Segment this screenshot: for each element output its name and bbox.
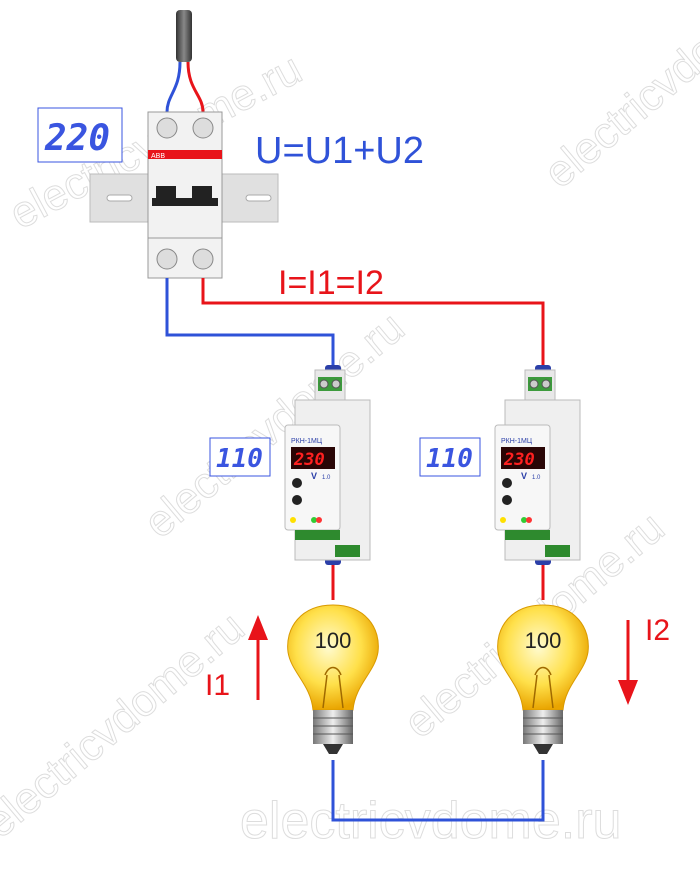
relay-version: 1.0 bbox=[322, 475, 331, 481]
relay-display: 230 bbox=[293, 450, 325, 470]
lamp-power-label: 100 bbox=[315, 628, 352, 653]
voltage-relay-1: РКН-1МЦ 230 V 1.0 bbox=[284, 364, 371, 566]
relay2-voltage: 110 bbox=[426, 444, 473, 474]
power-cable bbox=[176, 10, 192, 62]
arrow-up-icon bbox=[248, 615, 268, 700]
neutral-wire bbox=[165, 278, 335, 370]
relay-unit: V bbox=[521, 471, 527, 481]
relay1-voltage: 110 bbox=[216, 444, 263, 474]
relay1-voltage-box bbox=[209, 437, 271, 477]
relay-display: 230 bbox=[503, 450, 535, 470]
circuit-breaker: ABB bbox=[147, 111, 223, 279]
supply-voltage: 220 bbox=[44, 118, 110, 159]
current-i1-label: I1 bbox=[205, 669, 230, 702]
relay-model: РКН-1МЦ bbox=[501, 438, 533, 445]
voltage-formula: U=U1+U2 bbox=[255, 130, 424, 172]
relay-unit: V bbox=[311, 471, 317, 481]
watermark: electricvdome.ru bbox=[535, 0, 700, 198]
arrow-down-icon bbox=[618, 620, 638, 705]
lamp-1: 100 bbox=[286, 604, 380, 755]
breaker-lever[interactable] bbox=[152, 198, 218, 206]
supply-voltage-box bbox=[37, 107, 123, 163]
relay2-voltage-box bbox=[419, 437, 481, 477]
lamp-2: 100 bbox=[496, 604, 590, 755]
current-i2-label: I2 bbox=[645, 614, 670, 647]
watermark: electricvdome.ru bbox=[135, 303, 414, 548]
watermark: electricvdome.ru bbox=[0, 603, 254, 848]
lamp-power-label: 100 bbox=[525, 628, 562, 653]
phase-wire bbox=[201, 278, 545, 370]
breaker-brand: ABB bbox=[151, 153, 165, 160]
series-wire bbox=[331, 760, 545, 822]
current-formula: I=I1=I2 bbox=[278, 264, 384, 302]
relay-model: РКН-1МЦ bbox=[291, 438, 323, 445]
voltage-relay-2: РКН-1МЦ 230 V 1.0 bbox=[494, 364, 581, 566]
relay-version: 1.0 bbox=[532, 475, 541, 481]
